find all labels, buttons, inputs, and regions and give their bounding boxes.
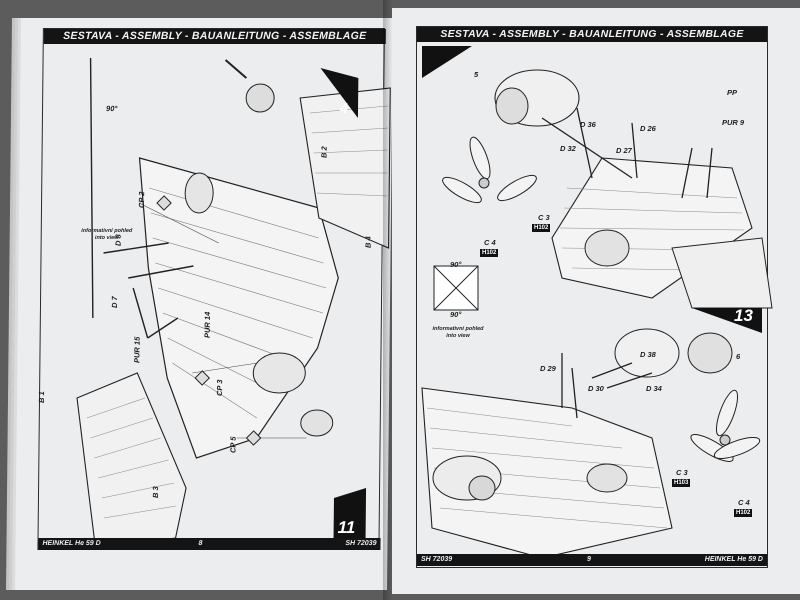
info-angle-top: 90° (450, 260, 462, 269)
part-label-d26: D 26 (640, 124, 656, 133)
part-label-b4: B 4 (363, 236, 373, 248)
part-label-c4-bottom: C 4 (738, 498, 750, 507)
left-info-note: informativní pohled into view (81, 228, 133, 241)
right-page-banner: SESTAVA - ASSEMBLY - BAUANLEITUNG - ASSE… (417, 27, 767, 42)
right-page-footer: SH 72039 9 HEINKEL He 59 D (417, 554, 767, 566)
part-label-b1: B 1 (36, 391, 47, 403)
part-label-cp3: CP 3 (215, 379, 225, 396)
left-angle-label: 90° (106, 104, 118, 113)
left-step-number: 11 (337, 518, 356, 537)
right-footer-model: HEINKEL He 59 D (704, 556, 763, 563)
part-label-d38: D 38 (640, 350, 656, 359)
part-label-b2: B 2 (319, 146, 329, 158)
right-page: SESTAVA - ASSEMBLY - BAUANLEITUNG - ASSE… (392, 8, 800, 594)
part-label-c4-top: C 4 (484, 238, 496, 247)
part-label-pur15: PUR 15 (132, 336, 142, 363)
left-footer-model: HEINKEL He 59 D (42, 540, 101, 547)
left-assembly-drawing (76, 57, 391, 549)
book-gutter-shadow (383, 0, 399, 600)
part-label-d7: D 7 (109, 296, 120, 308)
right-footer-kit-code: SH 72039 (421, 556, 453, 563)
tag-h102-bottom: H102 (734, 509, 753, 517)
part-label-d8: D 8 (113, 234, 123, 246)
part-label-d29: D 29 (540, 364, 556, 373)
tag-h102-top-b: H102 (480, 249, 499, 257)
part-label-c3-bottom: C 3 (676, 468, 688, 477)
part-label-d34: D 34 (646, 384, 662, 393)
right-page-number: 9 (587, 556, 591, 563)
part-label-d30: D 30 (588, 384, 604, 393)
left-page: SESTAVA - ASSEMBLY - BAUANLEITUNG - ASSE… (15, 18, 393, 590)
right-step-number-13: 13 (734, 306, 753, 325)
right-assembly-drawing (421, 46, 773, 559)
info-angle-bottom: 90° (450, 310, 462, 319)
part-label-cp5: CP 5 (228, 436, 238, 453)
tag-h102-top-a: H102 (532, 224, 551, 232)
right-step-number-12: 12 (428, 46, 447, 65)
right-inset-5: 5 (474, 70, 479, 79)
part-label-pur9: PUR 9 (722, 118, 745, 127)
left-footer-kit-code: SH 72039 (345, 540, 377, 547)
part-label-c3-top: C 3 (538, 213, 550, 222)
part-label-pp: PP (727, 88, 738, 97)
right-info-note: informativní pohled into view (432, 326, 484, 339)
left-page-number: 8 (198, 540, 203, 547)
part-label-d36: D 36 (580, 120, 596, 129)
part-label-cp2: CP 2 (137, 191, 147, 208)
part-label-b3: B 3 (150, 486, 161, 498)
part-label-d32: D 32 (560, 144, 576, 153)
right-inset-6: 6 (736, 352, 741, 361)
tag-h103: H103 (672, 479, 691, 487)
part-label-d27: D 27 (616, 146, 632, 155)
left-inset-step-number: 4 (339, 100, 348, 116)
part-label-pur14: PUR 14 (202, 311, 212, 338)
left-page-footer: HEINKEL He 59 D 8 SH 72039 (38, 538, 381, 550)
